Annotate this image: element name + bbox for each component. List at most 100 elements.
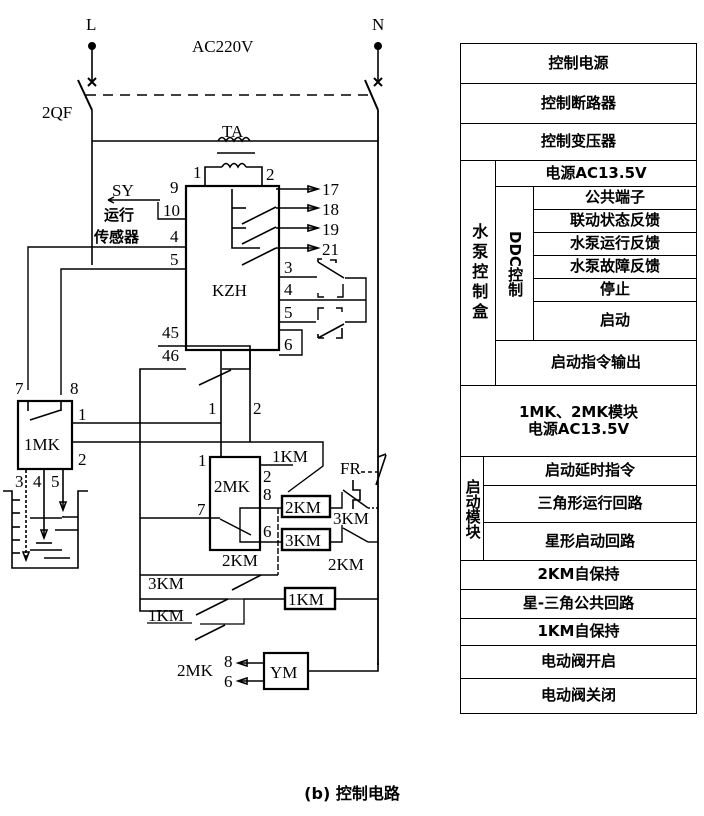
breaker-2qf-icon (77, 79, 379, 111)
ddc-control-label: DDC控制 (495, 186, 534, 341)
kzh-pin-5: 5 (170, 250, 179, 269)
figure-caption: (b) 控制电路 (304, 784, 400, 803)
ddc-item-start: 启动 (533, 301, 697, 341)
breaker-label: 2QF (42, 103, 72, 122)
ddc-item-fault-feedback: 水泵故障反馈 (533, 255, 697, 279)
water-tank-icon (3, 470, 88, 569)
wire-ym-neutral (308, 663, 379, 672)
kzh-output-18: 18 (322, 200, 339, 219)
1km-contact-label: 1KM (272, 447, 308, 466)
ym-valve-label: YM (270, 663, 297, 682)
kzh-right-pin-4: 4 (284, 280, 293, 299)
ym-ref-2mk: 2MK (177, 661, 214, 680)
2km-self-hold: 2KM自保持 (460, 560, 697, 590)
kzh-right-pin-5: 5 (284, 303, 293, 322)
valve-close: 电动阀关闭 (460, 678, 697, 714)
kzh-controller-box (184, 184, 281, 352)
wire-1mk2-1km (72, 441, 324, 493)
valve-open: 电动阀开启 (460, 645, 697, 679)
kzh-output-relays (231, 184, 321, 266)
1mk-pin-8: 8 (70, 379, 79, 398)
1mk-pin-3: 3 (15, 472, 24, 491)
kzh-pin-10: 10 (163, 201, 180, 220)
2km-contact-label: 2KM (222, 551, 258, 570)
transformer-pin2: 2 (266, 165, 275, 184)
star-start-circuit: 星形启动回路 (483, 522, 697, 561)
sensor-sy-label: SY (112, 181, 134, 200)
module-power-line1: 1MK、2MK模块 (519, 402, 638, 421)
sensor-line2: 传感器 (93, 228, 140, 246)
kzh-output-21: 21 (322, 240, 339, 259)
2km-contact-label-right: 2KM (328, 555, 364, 574)
ym-valve: YM (262, 651, 310, 691)
2km-coil-label: 2KM (285, 498, 321, 517)
2mk-pin-1: 1 (198, 451, 207, 470)
module-power-line2: 电源AC13.5V (527, 420, 630, 438)
1mk-pin-4: 4 (33, 472, 42, 491)
row-control-power: 控制电源 (460, 43, 697, 84)
sensor-terminal-box (157, 202, 186, 220)
kzh-output-19: 19 (322, 220, 339, 239)
1mk-pin-1: 1 (78, 405, 87, 424)
fr-label: FR (340, 459, 361, 478)
3km-coil-label: 3KM (285, 531, 321, 550)
kzh-output-17: 17 (322, 180, 340, 199)
3km-coil: 3KM (280, 527, 332, 552)
supply-voltage-label: AC220V (192, 37, 254, 56)
kzh-bottom-pin-2: 2 (253, 399, 262, 418)
1km-contact-lower-label: 1KM (148, 606, 184, 625)
2mk-pin-7: 7 (197, 500, 206, 519)
ddc-item-linkage-feedback: 联动状态反馈 (533, 209, 697, 233)
fr-overload-icon (352, 453, 387, 509)
star-delta-common-circuit: 星-三角公共回路 (460, 589, 697, 619)
kzh-pin-46: 46 (162, 346, 179, 365)
delta-run-circuit: 三角形运行回路 (483, 485, 697, 523)
ym-pin-6: 6 (224, 672, 233, 691)
1mk-module-box (16, 399, 74, 471)
line-terminal-icon (87, 42, 97, 87)
coil-wiring (260, 489, 378, 575)
2mk-label: 2MK (214, 477, 251, 496)
module-power-cell: 1MK、2MK模块 电源AC13.5V (460, 385, 697, 457)
sensor-arrow-icon (107, 196, 160, 204)
pump-control-box-label: 水泵控制盒 (460, 160, 496, 386)
ddc-item-run-feedback: 水泵运行反馈 (533, 232, 697, 256)
ym-arrows-icon (235, 658, 264, 686)
kzh-bottom-pin-1: 1 (208, 399, 217, 418)
1km-self-hold: 1KM自保持 (460, 618, 697, 646)
pump-box-power: 电源AC13.5V (495, 160, 697, 187)
1mk-pin-7: 7 (15, 379, 24, 398)
1mk-contact-icon (27, 401, 62, 421)
2mk-pin-8: 8 (263, 485, 272, 504)
1km-coil: 1KM (283, 586, 337, 611)
3km-contact-lower-label: 3KM (148, 574, 184, 593)
wire-1mk8-kzh5 (60, 268, 186, 395)
row-control-transformer: 控制变压器 (460, 123, 697, 161)
kzh-pin-9: 9 (170, 178, 179, 197)
1mk-pin-2: 2 (78, 450, 87, 469)
neutral-terminal-icon (373, 42, 383, 87)
lower-contact-network (140, 574, 378, 641)
row-control-breaker: 控制断路器 (460, 83, 697, 124)
start-command-output: 启动指令输出 (495, 340, 697, 386)
kzh-pin-45: 45 (162, 323, 179, 342)
line-terminal-label: L (86, 15, 96, 34)
2mk-pin-6: 6 (263, 522, 272, 541)
transformer-label: TA (222, 122, 244, 141)
2mk-module-box (208, 455, 262, 552)
2km-coil: 2KM (280, 494, 332, 519)
1mk-label: 1MK (24, 435, 61, 454)
transformer-icon (204, 136, 263, 185)
start-module-label: 启动模块 (460, 456, 484, 561)
sensor-line1: 运行 (104, 206, 134, 224)
ddc-item-stop: 停止 (533, 278, 697, 302)
transformer-pin1: 1 (193, 163, 202, 182)
kzh-pin-4: 4 (170, 227, 179, 246)
neutral-terminal-label: N (372, 15, 384, 34)
start-delay-command: 启动延时指令 (483, 456, 697, 486)
1km-coil-label: 1KM (288, 590, 324, 609)
1mk-pin-5: 5 (51, 472, 60, 491)
wire-1mk7-kzh4 (27, 246, 186, 390)
2mk-internal-contact (140, 464, 293, 543)
ddc-item-common: 公共端子 (533, 186, 697, 210)
